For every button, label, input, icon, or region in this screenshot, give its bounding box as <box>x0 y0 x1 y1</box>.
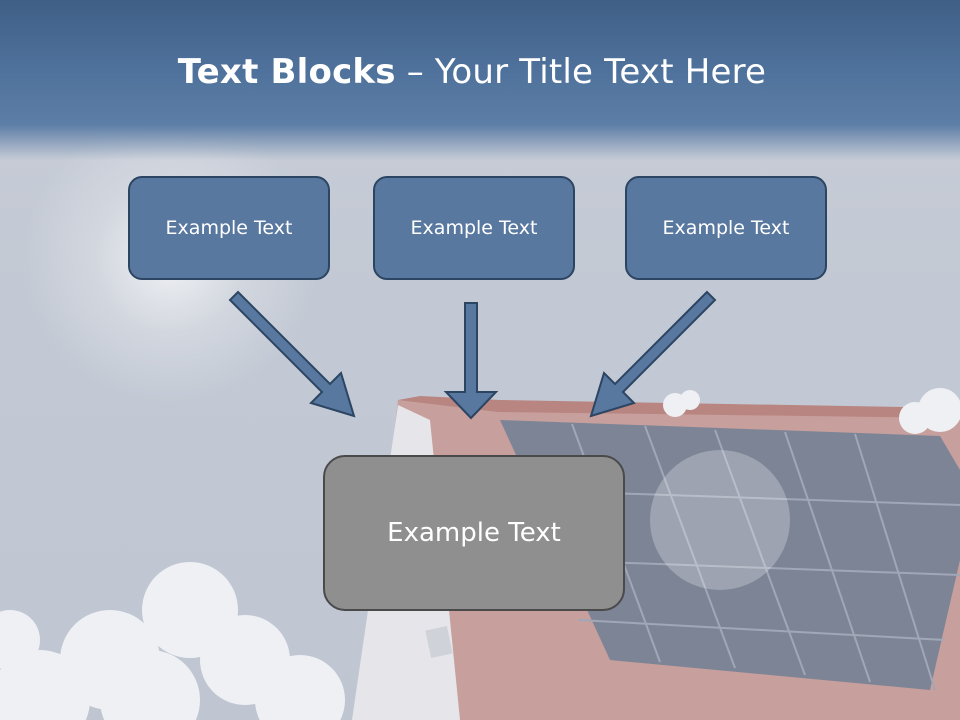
text-block-2-label: Example Text <box>410 217 538 239</box>
center-text-block-label: Example Text <box>387 518 561 548</box>
center-text-block[interactable]: Example Text <box>323 455 625 611</box>
text-block-1-label: Example Text <box>165 217 293 239</box>
text-block-2[interactable]: Example Text <box>373 176 575 280</box>
title-band <box>0 0 960 160</box>
clouds <box>0 388 960 720</box>
slide-title: Text Blocks – Your Title Text Here <box>0 52 944 92</box>
title-bold: Text Blocks <box>177 52 396 92</box>
text-block-1[interactable]: Example Text <box>128 176 330 280</box>
text-block-3[interactable]: Example Text <box>625 176 827 280</box>
window <box>425 626 453 658</box>
text-block-3-label: Example Text <box>662 217 790 239</box>
title-separator: – <box>395 52 435 92</box>
title-rest: Your Title Text Here <box>434 52 767 92</box>
panel-glare <box>650 450 790 590</box>
